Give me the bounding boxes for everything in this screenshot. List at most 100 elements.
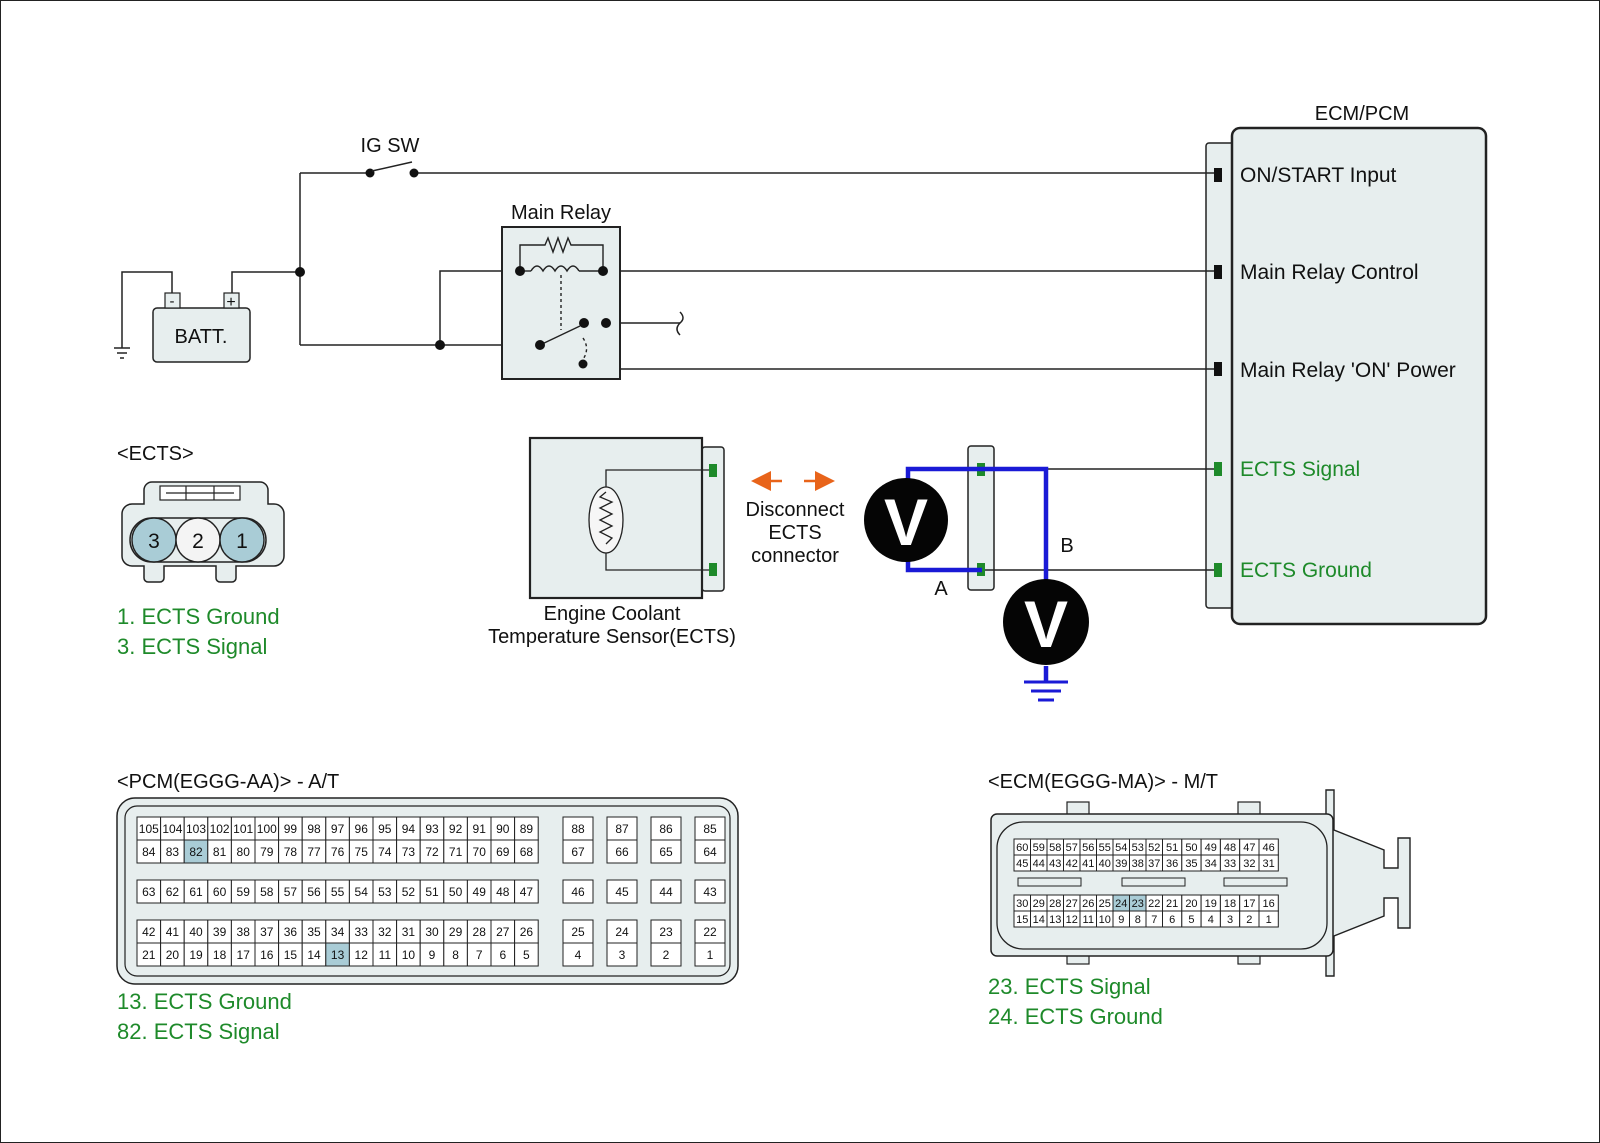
pin-number: 39 xyxy=(213,925,227,939)
pin-number: 51 xyxy=(425,885,439,899)
pin-number: 43 xyxy=(1049,858,1061,870)
pin-number: 16 xyxy=(1263,898,1275,910)
pin-number: 100 xyxy=(257,822,277,836)
pin-number: 20 xyxy=(166,948,180,962)
ects-pin-1: 1 xyxy=(219,517,265,563)
pin-number: 56 xyxy=(1082,842,1094,854)
pin-number: 35 xyxy=(307,925,321,939)
pin-cell: 17 xyxy=(1239,894,1260,912)
pin-number: 53 xyxy=(1132,842,1144,854)
pin-cell: 23 xyxy=(1129,894,1147,912)
pin-number: 9 xyxy=(1118,914,1124,926)
pin-cell: 33 xyxy=(1219,854,1241,872)
pin-cell: 78 xyxy=(278,839,303,864)
lead-a-label: A xyxy=(934,578,948,600)
pin-number: 74 xyxy=(378,845,392,859)
pin-cell: 3 xyxy=(606,942,638,967)
pin-number: 40 xyxy=(189,925,203,939)
pin-number: 23 xyxy=(659,925,673,939)
pin-number: 5 xyxy=(1188,914,1194,926)
pin-number: 25 xyxy=(1099,898,1111,910)
pin-cell: 98 xyxy=(301,816,327,841)
pin-cell: 57 xyxy=(1063,838,1081,856)
pin-cell: 83 xyxy=(160,839,185,864)
pin-number: 39 xyxy=(1115,858,1127,870)
svg-text:3: 3 xyxy=(148,530,160,553)
pin-number: 92 xyxy=(449,822,463,836)
pin-cell: 13 xyxy=(325,942,350,967)
pin-number: 5 xyxy=(523,948,530,962)
voltmeter-a: V xyxy=(864,478,948,562)
pin-cell: 26 xyxy=(1079,894,1097,912)
pin-cell: 64 xyxy=(694,839,726,864)
pin-cell: 87 xyxy=(606,816,638,841)
pin-number: 22 xyxy=(1148,898,1160,910)
pin-number: 58 xyxy=(1049,842,1061,854)
pin-cell: 14 xyxy=(1030,910,1048,928)
pin-cell: 59 xyxy=(1030,838,1048,856)
pin-cell: 60 xyxy=(1013,838,1031,856)
pin-number: 8 xyxy=(452,948,459,962)
pin-number: 36 xyxy=(1166,858,1178,870)
pin-number: 43 xyxy=(703,885,717,899)
pin-cell: 49 xyxy=(1200,838,1221,856)
pin-number: 24 xyxy=(615,925,629,939)
pin-cell: 20 xyxy=(1181,894,1202,912)
pin-number: 45 xyxy=(1016,858,1028,870)
pin-cell: 49 xyxy=(466,879,492,904)
pin-cell: 69 xyxy=(490,839,516,864)
pin-cell: 79 xyxy=(254,839,280,864)
pin-number: 49 xyxy=(1205,842,1217,854)
pin-number: 32 xyxy=(1243,858,1255,870)
pin-cell: 30 xyxy=(419,919,445,944)
pin-number: 40 xyxy=(1099,858,1111,870)
ects-pin-3: 3 xyxy=(131,517,177,563)
pin-number: 77 xyxy=(307,845,321,859)
pin-number: 91 xyxy=(473,822,487,836)
pin-number: 14 xyxy=(307,948,321,962)
ecm-pin-label: ON/START Input xyxy=(1240,164,1397,187)
pin-number: 12 xyxy=(355,948,369,962)
pin-number: 62 xyxy=(166,885,180,899)
pin-cell: 44 xyxy=(1030,854,1048,872)
pin-number: 98 xyxy=(307,822,321,836)
pin-cell: 51 xyxy=(1162,838,1183,856)
pin-cell: 75 xyxy=(348,839,374,864)
ecm-pin-on-start: ON/START Input xyxy=(1214,164,1397,187)
pin-cell: 24 xyxy=(606,919,638,944)
ecm-pin-label: ECTS Ground xyxy=(1240,559,1372,582)
pin-cell: 15 xyxy=(278,942,303,967)
pin-number: 21 xyxy=(1166,898,1178,910)
pin-cell: 80 xyxy=(230,839,256,864)
pin-number: 36 xyxy=(284,925,298,939)
pin-number: 50 xyxy=(449,885,463,899)
pin-cell: 8 xyxy=(443,942,468,967)
pin-cell: 1 xyxy=(694,942,726,967)
pin-number: 105 xyxy=(139,822,159,836)
pin-cell: 35 xyxy=(1181,854,1202,872)
pin-number: 48 xyxy=(1224,842,1236,854)
pin-number: 71 xyxy=(449,845,463,859)
ecm-pin-label: Main Relay 'ON' Power xyxy=(1240,359,1456,382)
pin-cell: 81 xyxy=(207,839,232,864)
pin-cell: 27 xyxy=(1063,894,1081,912)
svg-text:2: 2 xyxy=(192,530,204,553)
battery-neg-sign: - xyxy=(170,293,175,310)
pin-number: 37 xyxy=(260,925,274,939)
pin-number: 28 xyxy=(1049,898,1061,910)
pin-cell: 25 xyxy=(562,919,594,944)
pin-number: 18 xyxy=(1224,898,1236,910)
pin-cell: 52 xyxy=(1145,838,1163,856)
ig-sw-label: IG SW xyxy=(361,135,420,157)
pin-cell: 76 xyxy=(325,839,350,864)
pin-cell: 61 xyxy=(183,879,209,904)
pin-cell: 86 xyxy=(650,816,682,841)
pin-number: 61 xyxy=(189,885,203,899)
pin-number: 54 xyxy=(1115,842,1127,854)
pin-cell: 56 xyxy=(1079,838,1097,856)
pin-number: 75 xyxy=(355,845,369,859)
junction-dots xyxy=(295,267,445,350)
pin-cell: 68 xyxy=(514,839,539,864)
